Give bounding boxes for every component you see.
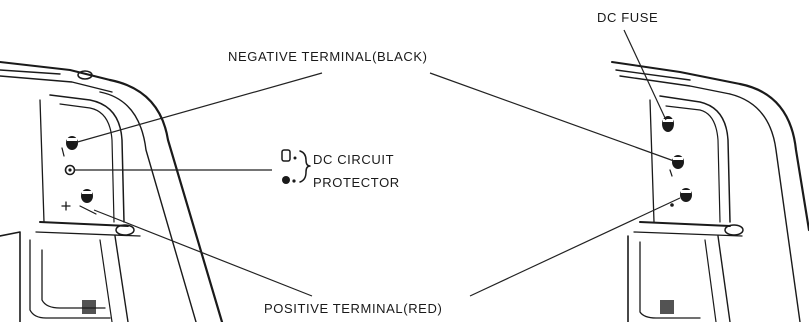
- left-bottom-cap: [115, 224, 135, 236]
- right-positive-terminal: [670, 188, 692, 207]
- right-negative-terminal: [669, 155, 684, 177]
- circuit-protector-icon: [281, 149, 311, 184]
- left-unit: [0, 61, 224, 322]
- plus-sign-icon: [61, 201, 71, 211]
- negative-leader-left: [73, 72, 323, 144]
- protector-label: PROTECTOR: [313, 175, 400, 190]
- negative-leader-right: [429, 72, 675, 162]
- brace-icon: [299, 150, 311, 183]
- right-model-plate: [660, 300, 674, 314]
- leader-lines: [73, 29, 681, 297]
- left-model-plate: [82, 300, 96, 314]
- dc-fuse-label: DC FUSE: [597, 10, 658, 25]
- left-housing-outline: [108, 78, 224, 322]
- positive-leader-right: [469, 197, 681, 297]
- left-top-knob: [77, 70, 93, 80]
- dc-fuse-holder: [662, 116, 674, 132]
- fuse-leader: [623, 29, 667, 121]
- positive-terminal-label: POSITIVE TERMINAL(RED): [264, 301, 442, 316]
- negative-terminal-label: NEGATIVE TERMINAL(BLACK): [228, 49, 428, 64]
- left-negative-terminal: [61, 136, 78, 157]
- left-circuit-protector-button: [64, 164, 76, 176]
- right-housing-outline: [738, 82, 809, 232]
- right-bottom-cap: [724, 224, 744, 236]
- dc-circuit-label: DC CIRCUIT: [313, 152, 394, 167]
- positive-leader-left: [93, 209, 313, 297]
- left-positive-terminal: [61, 189, 97, 215]
- right-unit: [611, 61, 809, 322]
